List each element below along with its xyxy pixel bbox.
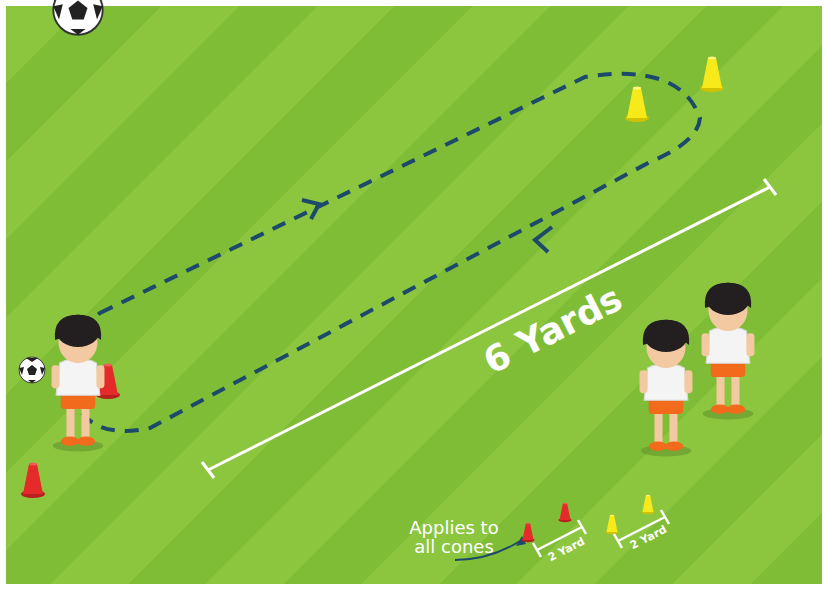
waiting-player xyxy=(640,320,693,457)
legend-yellow-cone xyxy=(641,495,654,515)
legend-red-cone xyxy=(521,523,534,543)
dribbling-player xyxy=(52,315,105,452)
dimension-line xyxy=(202,179,776,478)
yellow-cone xyxy=(700,57,724,93)
grass-field xyxy=(6,6,822,584)
waiting-player xyxy=(702,283,755,420)
path-arrow xyxy=(302,200,319,219)
dribble-path xyxy=(75,74,700,431)
path-arrow xyxy=(535,227,552,252)
red-cone xyxy=(21,463,45,499)
corner-ball xyxy=(53,0,102,35)
legend-red-cone xyxy=(558,503,571,523)
yellow-cone xyxy=(625,87,649,123)
legend-note: Applies to all cones xyxy=(397,519,512,557)
player-ball xyxy=(19,357,45,383)
legend-yellow-cone xyxy=(605,515,618,535)
